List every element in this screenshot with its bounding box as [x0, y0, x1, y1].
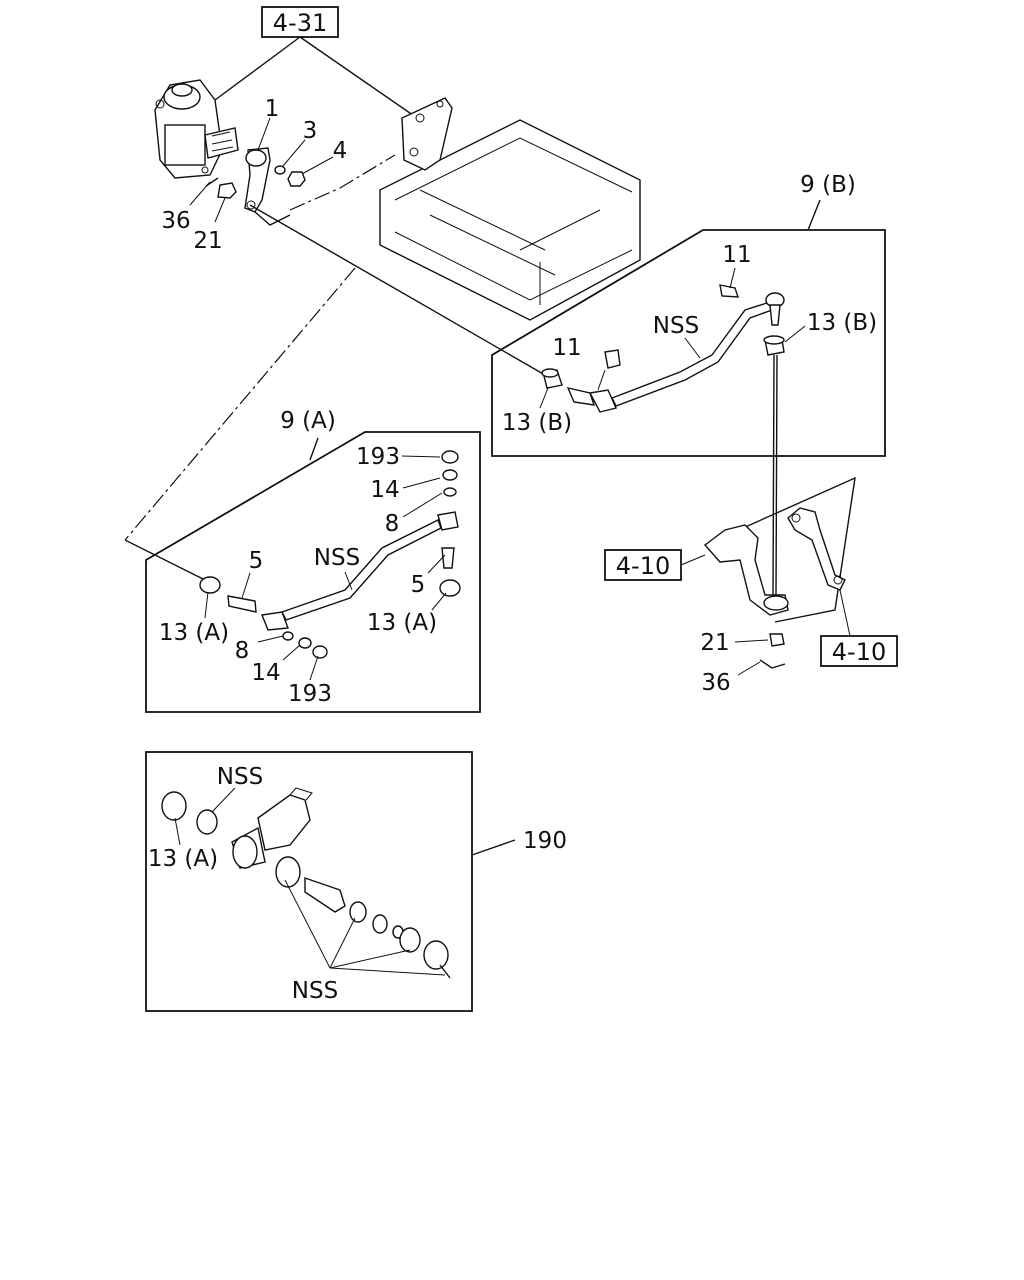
label-part-14-bottom: 14 [251, 660, 280, 686]
label-assembly-9b: 9 (B) [800, 172, 856, 198]
label-part-5-left: 5 [249, 548, 264, 574]
label-part-193-top: 193 [356, 444, 400, 470]
ref-box-4-10-lower-label: 4-10 [832, 638, 886, 666]
label-part-193-bottom: 193 [288, 681, 332, 707]
label-part-3: 3 [303, 118, 318, 144]
ref-box-4-31-label: 4-31 [273, 9, 327, 37]
pitman-arm [244, 147, 271, 213]
ref-box-4-31[interactable]: 4-31 [261, 6, 339, 38]
assembly-box-9b [491, 199, 886, 457]
label-part-13a-right: 13 (A) [367, 610, 437, 636]
label-assembly-9a: 9 (A) [280, 408, 336, 434]
label-part-11-right: 11 [722, 242, 751, 268]
label-part-8-bottom: 8 [235, 638, 250, 664]
label-nss-190-top: NSS [217, 764, 263, 790]
assembly-box-9a [145, 431, 481, 713]
label-part-13b-right: 13 (B) [807, 310, 877, 336]
label-part-13b-left: 13 (B) [502, 410, 572, 436]
assembly-box-190 [145, 751, 516, 1012]
label-part-36-top: 36 [161, 208, 190, 234]
steering-gearbox [154, 79, 239, 179]
knuckle-arms [703, 476, 856, 669]
label-part-190: 190 [523, 828, 567, 854]
label-part-13a-left: 13 (A) [159, 620, 229, 646]
label-part-14-top: 14 [370, 477, 399, 503]
ref-box-4-10-lower[interactable]: 4-10 [820, 635, 898, 667]
label-part-1: 1 [265, 96, 280, 122]
label-part-21-right: 21 [700, 630, 729, 656]
ref-box-4-10-upper[interactable]: 4-10 [604, 549, 682, 581]
label-part-11-left: 11 [552, 335, 581, 361]
label-nss-190-bottom: NSS [292, 978, 338, 1004]
label-part-36-right: 36 [701, 670, 730, 696]
ref-box-4-10-upper-label: 4-10 [616, 552, 670, 580]
chassis-frame [379, 97, 641, 321]
label-nss-9b: NSS [653, 313, 699, 339]
label-part-21-top: 21 [193, 228, 222, 254]
label-part-4: 4 [333, 138, 348, 164]
label-part-8-top: 8 [385, 511, 400, 537]
label-part-13a-190: 13 (A) [148, 846, 218, 872]
label-nss-9a: NSS [314, 545, 360, 571]
label-part-5-right: 5 [411, 572, 426, 598]
